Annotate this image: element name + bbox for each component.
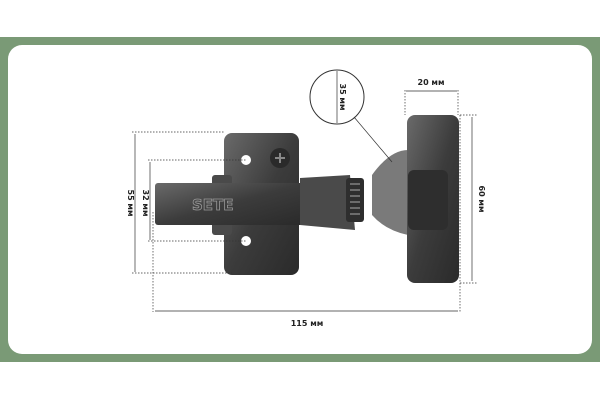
door-part-height-label: 60 мм — [477, 186, 486, 213]
screw-hole-bottom — [241, 236, 251, 246]
hinge-arm: SETE — [155, 175, 364, 230]
cup-depth-label: 35 мм — [338, 84, 347, 111]
brand-mark: SETE — [192, 196, 234, 214]
cup-offset-label: 20 мм — [418, 78, 445, 87]
hinge-cup — [372, 115, 459, 283]
total-length-label: 115 мм — [291, 319, 324, 328]
screw-hole-top — [241, 155, 251, 165]
hole-spacing-label: 32 мм — [141, 190, 150, 217]
plate-height-label: 55 мм — [126, 190, 135, 217]
